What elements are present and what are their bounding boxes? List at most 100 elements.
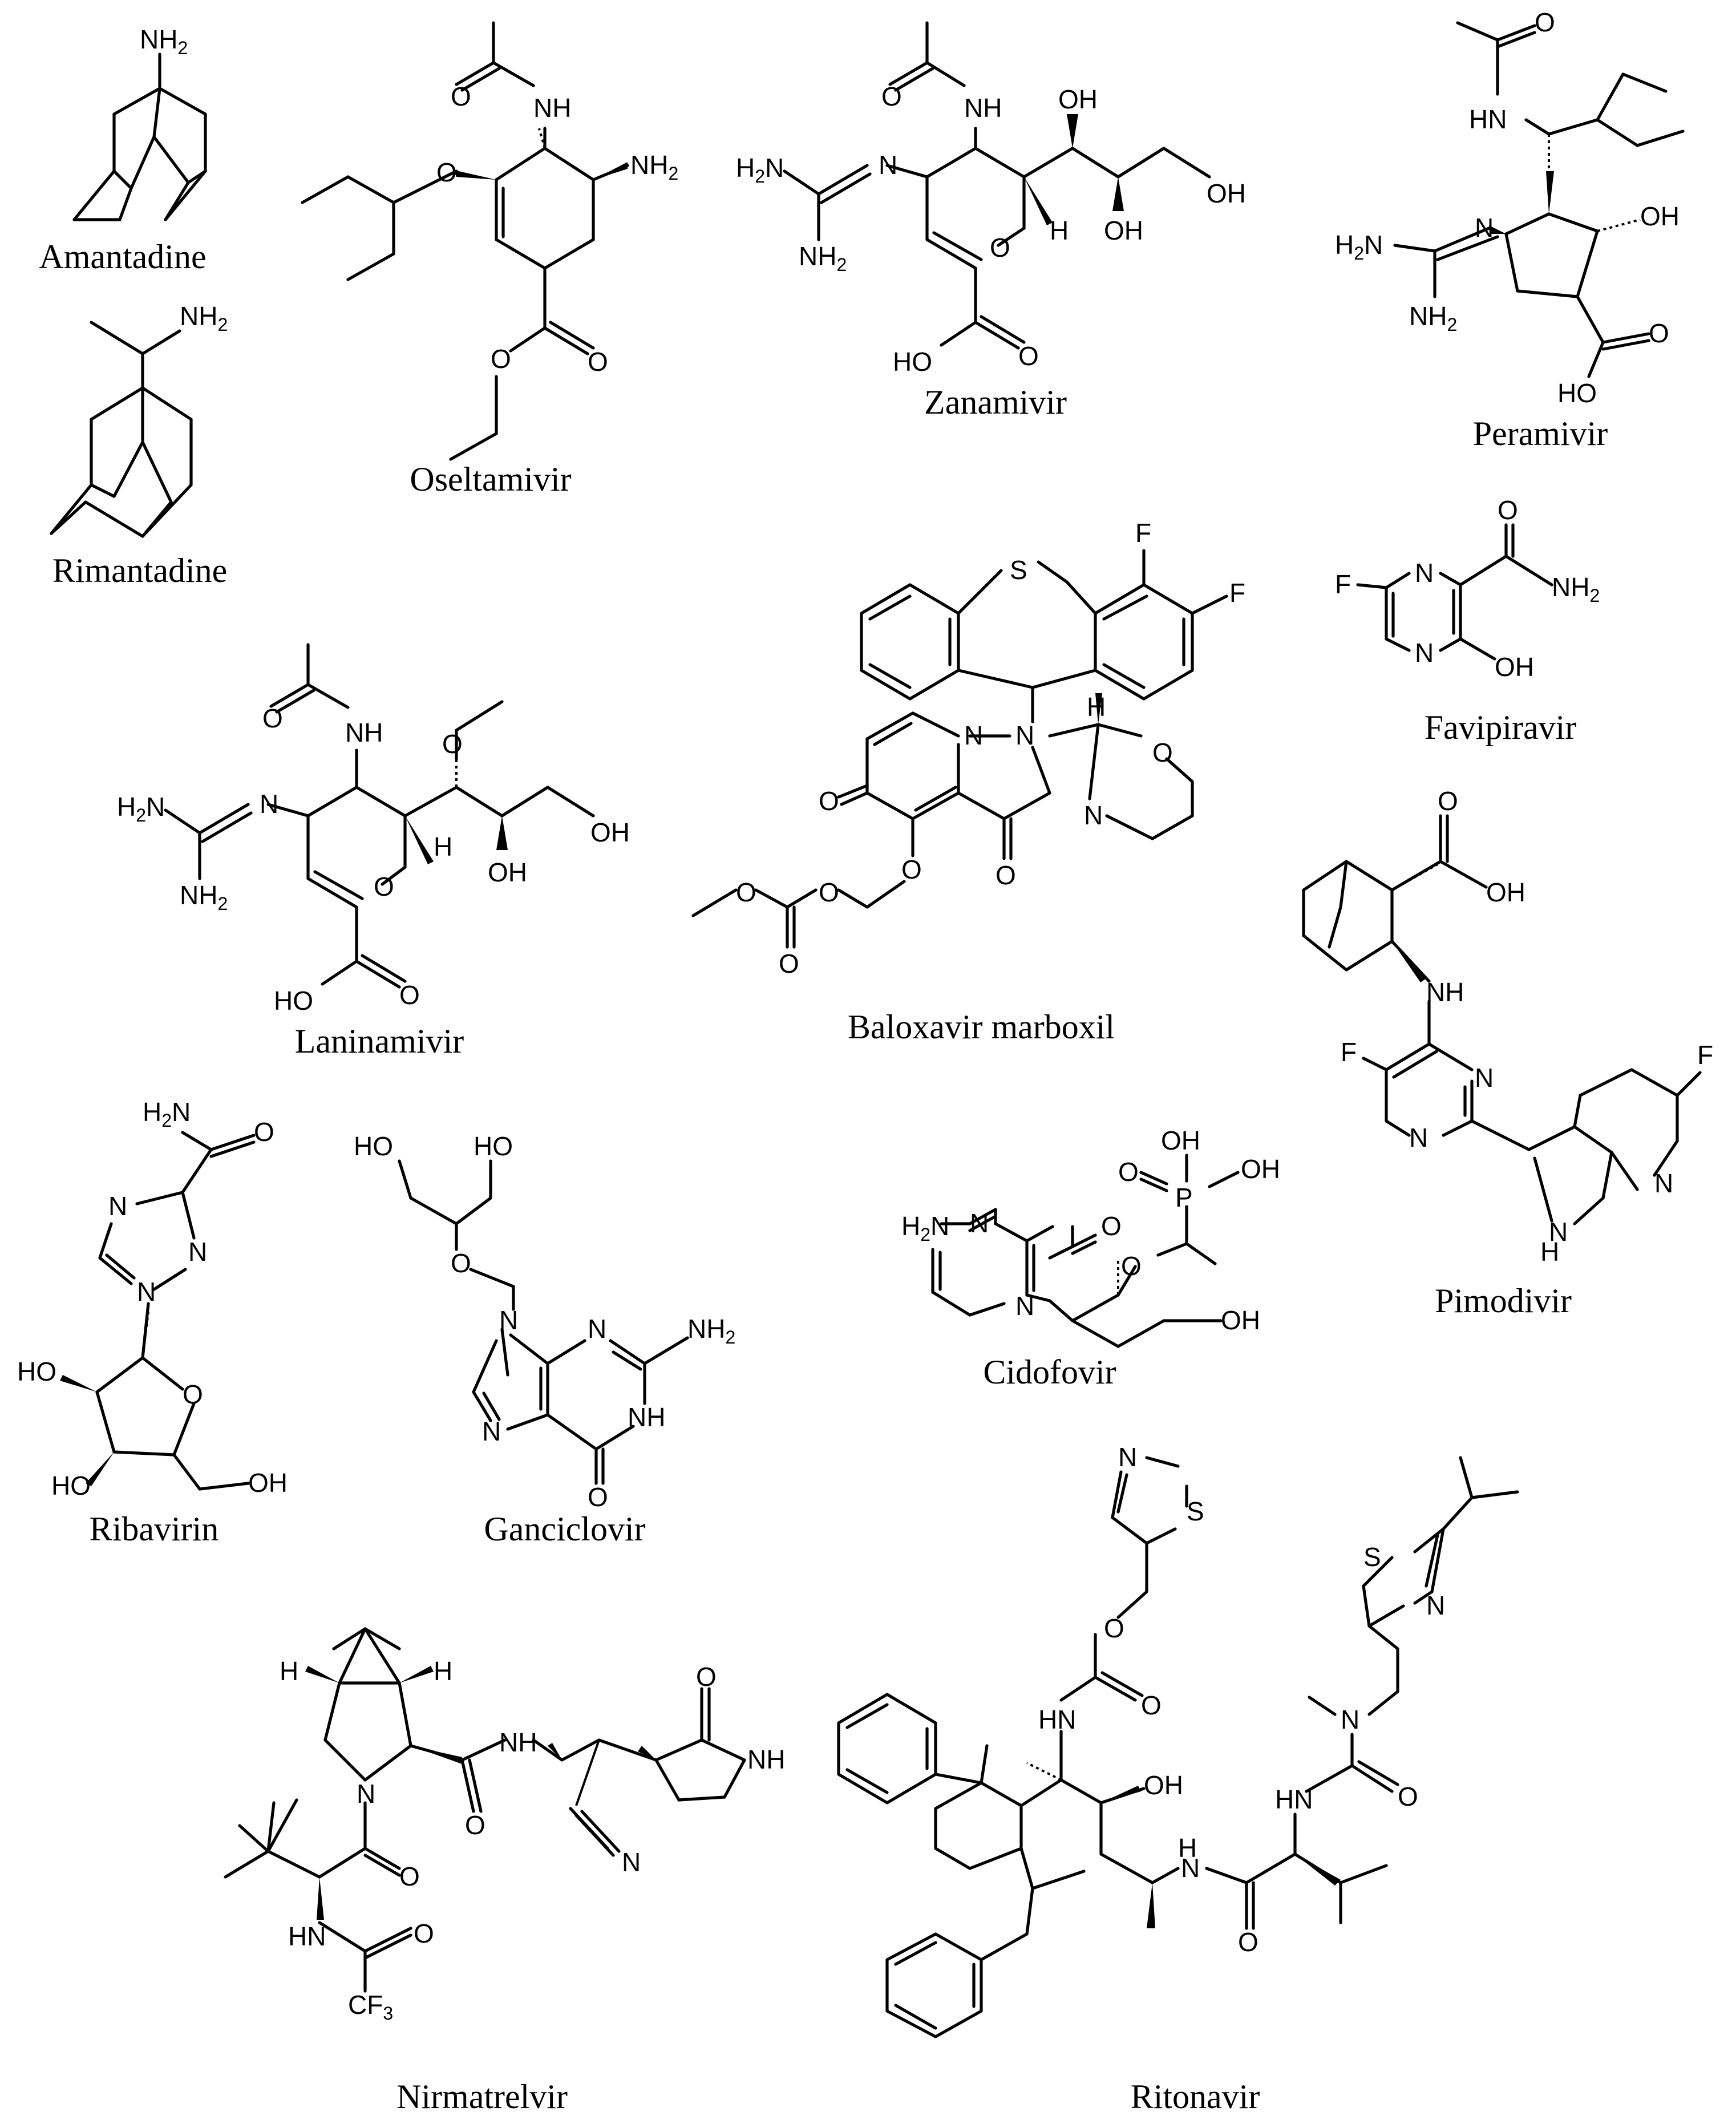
svg-text:N: N — [879, 150, 897, 180]
pimodivir-label: Pimodivir — [1435, 1282, 1572, 1320]
svg-text:P: P — [1175, 1183, 1193, 1212]
svg-text:HO: HO — [17, 1357, 56, 1386]
svg-text:H2N: H2N — [901, 1211, 949, 1245]
nirmatrelvir-label: Nirmatrelvir — [396, 2078, 568, 2115]
svg-text:NH2: NH2 — [180, 301, 228, 335]
svg-text:OH: OH — [1144, 1770, 1183, 1800]
svg-text:H2N: H2N — [736, 153, 784, 187]
svg-text:HN: HN — [1469, 104, 1507, 134]
svg-text:N: N — [137, 1277, 156, 1306]
svg-text:O: O — [1438, 786, 1458, 816]
svg-text:HO: HO — [274, 986, 313, 1016]
svg-text:N: N — [1181, 1853, 1200, 1883]
favipiravir-structure: F N N O NH2 OH — [1335, 495, 1600, 682]
cidofovir-structure: OH OH O P O OH N O H2N N — [901, 1126, 1280, 1348]
rimantadine-structure: NH2 — [50, 301, 228, 538]
svg-text:N: N — [1409, 1123, 1428, 1152]
svg-text:F: F — [1335, 569, 1351, 599]
svg-text:O: O — [996, 860, 1016, 890]
oseltamivir-label: Oseltamivir — [410, 460, 571, 498]
baloxavir-structure: S F F N N H O N O O O O O O — [691, 518, 1245, 978]
svg-text:O: O — [1535, 7, 1555, 37]
svg-text:O: O — [990, 233, 1010, 262]
svg-text:N: N — [1415, 558, 1434, 588]
svg-text:O: O — [1398, 1782, 1418, 1811]
svg-text:OH: OH — [1161, 1126, 1200, 1155]
svg-text:NH: NH — [533, 93, 571, 123]
svg-text:N: N — [108, 1191, 127, 1221]
svg-text:NH2: NH2 — [630, 150, 678, 184]
svg-text:F: F — [1697, 1040, 1713, 1070]
svg-text:N: N — [1341, 1705, 1359, 1734]
laninamivir-structure: O NH N H2N NH2 O O H OH OH O HO — [117, 643, 630, 1016]
svg-text:N: N — [1084, 800, 1103, 830]
amantadine-structure: NH2 — [72, 25, 207, 221]
svg-text:OH: OH — [1640, 201, 1680, 231]
svg-text:O: O — [819, 786, 839, 816]
svg-text:N: N — [482, 1417, 501, 1446]
svg-text:NH2: NH2 — [687, 1314, 735, 1348]
svg-text:O: O — [1118, 1157, 1139, 1187]
svg-text:OH: OH — [1486, 877, 1525, 907]
svg-text:H: H — [280, 1656, 298, 1686]
svg-text:HN: HN — [1038, 1705, 1076, 1734]
svg-text:O: O — [399, 980, 420, 1010]
svg-text:N: N — [188, 1237, 207, 1267]
svg-text:O: O — [399, 1862, 420, 1891]
svg-text:OH: OH — [1241, 1154, 1280, 1184]
svg-text:HN: HN — [1275, 1785, 1313, 1814]
svg-text:O: O — [779, 949, 799, 978]
svg-text:F: F — [1135, 518, 1151, 548]
svg-text:N: N — [260, 789, 278, 819]
ganciclovir-label: Ganciclovir — [484, 1510, 645, 1548]
svg-text:N: N — [970, 1208, 989, 1238]
zanamivir-label: Zanamivir — [924, 383, 1067, 421]
svg-text:H: H — [1178, 1833, 1197, 1863]
svg-text:N: N — [1475, 1063, 1494, 1093]
svg-text:N: N — [1015, 1291, 1034, 1321]
svg-text:H: H — [434, 1656, 452, 1686]
cidofovir-label: Cidofovir — [983, 1353, 1116, 1391]
svg-text:H: H — [1540, 1237, 1559, 1267]
svg-text:O: O — [1141, 1690, 1162, 1720]
favipiravir-label: Favipiravir — [1425, 709, 1577, 746]
ritonavir-structure: N S O O HN OH N H O HN O N S N — [837, 1442, 1519, 2038]
zanamivir-structure: O NH N H2N NH2 O H OH OH OH O HO — [736, 21, 1246, 377]
ganciclovir-structure: HO HO O N N NH2 NH N O — [354, 1131, 735, 1512]
svg-text:O: O — [819, 877, 839, 907]
svg-text:N: N — [357, 1779, 375, 1809]
svg-text:H: H — [434, 832, 452, 861]
svg-text:NH2: NH2 — [799, 241, 847, 275]
ritonavir-label: Ritonavir — [1131, 2078, 1260, 2115]
svg-text:O: O — [1152, 738, 1173, 767]
svg-text:N: N — [1475, 213, 1494, 242]
svg-text:N: N — [622, 1847, 641, 1877]
svg-text:O: O — [1018, 341, 1039, 371]
svg-text:O: O — [1101, 1211, 1122, 1241]
svg-text:O: O — [1121, 1251, 1142, 1281]
amantadine-label: Amantadine — [39, 238, 206, 276]
svg-text:O: O — [451, 1248, 471, 1278]
svg-text:H2N: H2N — [1335, 230, 1383, 264]
svg-text:O: O — [491, 344, 511, 374]
svg-text:N: N — [588, 1314, 606, 1344]
svg-text:NH2: NH2 — [140, 25, 188, 58]
svg-text:HO: HO — [474, 1131, 513, 1161]
svg-text:OH: OH — [1495, 652, 1534, 682]
svg-text:NH: NH — [628, 1402, 665, 1432]
peramivir-structure: O HN N H2N NH2 OH O HO — [1335, 7, 1685, 408]
svg-text:S: S — [1187, 1496, 1204, 1526]
svg-text:O: O — [901, 855, 922, 884]
svg-text:NH2: NH2 — [1552, 572, 1600, 606]
svg-text:O: O — [881, 82, 902, 111]
svg-text:H2N: H2N — [143, 1097, 191, 1131]
baloxavir-label: Baloxavir marboxil — [848, 1008, 1115, 1046]
svg-text:HN: HN — [288, 1921, 326, 1951]
svg-text:O: O — [262, 703, 283, 733]
svg-text:N: N — [1426, 1591, 1445, 1620]
svg-text:OH: OH — [1221, 1305, 1260, 1335]
laninamivir-label: Laninamivir — [295, 1022, 464, 1060]
svg-text:F: F — [1341, 1037, 1357, 1067]
svg-text:OH: OH — [590, 818, 630, 847]
svg-text:NH: NH — [964, 93, 1002, 123]
